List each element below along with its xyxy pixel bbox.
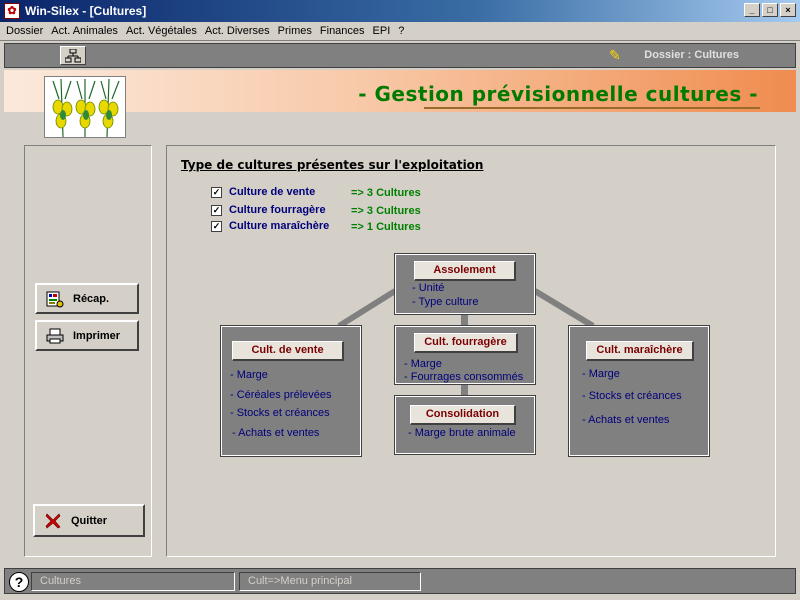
- connector-fourragere-consolidation: [461, 384, 468, 396]
- checkbox-vente[interactable]: ✓: [211, 186, 222, 198]
- diagram-connectors: [337, 288, 595, 329]
- vente-item-stocks: - Stocks et créances: [230, 407, 330, 419]
- culture-label-fourragere: Culture fourragère: [229, 204, 326, 216]
- print-label: Imprimer: [73, 329, 121, 342]
- status-bar: ? Cultures Cult=>Menu principal: [4, 568, 796, 594]
- toolbar: ✎ Dossier : Cultures: [4, 43, 796, 68]
- connector-assolement-fourragere: [461, 314, 468, 326]
- cult-maraichere-button[interactable]: Cult. maraîchère: [586, 341, 694, 361]
- cult-vente-button[interactable]: Cult. de vente: [232, 341, 344, 361]
- assolement-box: Assolement - Unité - Type culture: [394, 253, 536, 315]
- wheat-logo-icon: [44, 76, 126, 138]
- page-title: - Gestion prévisionnelle cultures -: [358, 82, 758, 106]
- app-icon[interactable]: ✿: [4, 3, 20, 19]
- maximize-button[interactable]: □: [762, 3, 778, 17]
- consolidation-button[interactable]: Consolidation: [410, 405, 516, 425]
- maraichere-box: Cult. maraîchère - Marge - Stocks et cré…: [568, 325, 710, 457]
- fourragere-item-fourrages: - Fourrages consommés: [404, 371, 524, 383]
- maraichere-item-marge: - Marge: [582, 368, 620, 380]
- menu-act-animales[interactable]: Act. Animales: [51, 24, 118, 37]
- culture-label-maraichere: Culture maraîchère: [229, 220, 330, 232]
- help-icon[interactable]: ?: [9, 572, 29, 592]
- print-button[interactable]: Imprimer: [35, 320, 139, 351]
- quit-label: Quitter: [71, 514, 108, 527]
- section-title: Type de cultures présentes sur l'exploit…: [181, 158, 484, 172]
- title-bar: ✿ Win-Silex - [Cultures] _ □ ×: [0, 0, 800, 22]
- status-field-hint: Cult=>Menu principal: [239, 572, 421, 591]
- checkbox-maraichere[interactable]: ✓: [211, 220, 222, 232]
- recap-icon: [45, 290, 65, 308]
- dossier-label: Dossier : Cultures: [644, 49, 739, 61]
- tree-structure-icon: [65, 48, 81, 62]
- culture-count-maraichere: => 1 Cultures: [351, 221, 421, 233]
- vente-item-marge: - Marge: [230, 369, 268, 381]
- maraichere-item-achats: - Achats et ventes: [582, 414, 670, 426]
- culture-count-vente: => 3 Cultures: [351, 187, 421, 199]
- maraichere-item-stocks: - Stocks et créances: [582, 390, 682, 402]
- left-panel: Récap. Imprimer Quitter: [24, 145, 152, 557]
- menu-act-diverses[interactable]: Act. Diverses: [204, 24, 270, 37]
- vente-box: Cult. de vente - Marge - Céréales prélev…: [220, 325, 362, 457]
- printer-icon: [45, 327, 65, 345]
- fourragere-item-marge: - Marge: [404, 358, 442, 370]
- header-banner: - Gestion prévisionnelle cultures -: [4, 70, 796, 112]
- main-panel: Type de cultures présentes sur l'exploit…: [166, 145, 776, 557]
- culture-count-fourragere: => 3 Cultures: [351, 205, 421, 217]
- quit-button[interactable]: Quitter: [33, 504, 145, 537]
- menu-finances[interactable]: Finances: [319, 24, 365, 37]
- vente-item-achats: - Achats et ventes: [232, 427, 320, 439]
- recap-label: Récap.: [73, 292, 110, 305]
- tree-structure-button[interactable]: [60, 46, 86, 65]
- assolement-item-type: - Type culture: [412, 296, 479, 308]
- consolidation-box: Consolidation - Marge brute animale: [394, 395, 536, 455]
- menu-help[interactable]: ?: [398, 24, 405, 37]
- checkbox-fourragere[interactable]: ✓: [211, 204, 222, 216]
- assolement-button[interactable]: Assolement: [414, 261, 516, 281]
- cult-fourragere-button[interactable]: Cult. fourragère: [414, 333, 518, 353]
- minimize-button[interactable]: _: [744, 3, 760, 17]
- vente-item-cereales: - Céréales prélevées: [230, 389, 332, 401]
- window-title: Win-Silex - [Cultures]: [25, 4, 147, 18]
- culture-row-vente: ✓ Culture de vente => 3 Cultures: [211, 184, 421, 200]
- close-button[interactable]: ×: [780, 3, 796, 17]
- culture-label-vente: Culture de vente: [229, 186, 316, 198]
- recap-button[interactable]: Récap.: [35, 283, 139, 314]
- title-underline: [424, 107, 760, 109]
- assolement-item-unite: - Unité: [412, 282, 445, 294]
- culture-row-fourragere: ✓ Culture fourragère => 3 Cultures: [211, 202, 421, 218]
- menu-act-vegetales[interactable]: Act. Végétales: [125, 24, 197, 37]
- menu-bar: Dossier Act. Animales Act. Végétales Act…: [0, 22, 800, 41]
- consolidation-item-marge: - Marge brute animale: [408, 427, 516, 439]
- menu-dossier[interactable]: Dossier: [6, 24, 44, 37]
- culture-row-maraichere: ✓ Culture maraîchère => 1 Cultures: [211, 218, 421, 234]
- status-field-context: Cultures: [31, 572, 235, 591]
- menu-primes[interactable]: Primes: [277, 24, 312, 37]
- red-x-icon: [43, 512, 63, 530]
- fourragere-box: Cult. fourragère - Marge - Fourrages con…: [394, 325, 536, 385]
- folder-note-icon: ✎: [609, 47, 621, 63]
- menu-epi[interactable]: EPI: [372, 24, 391, 37]
